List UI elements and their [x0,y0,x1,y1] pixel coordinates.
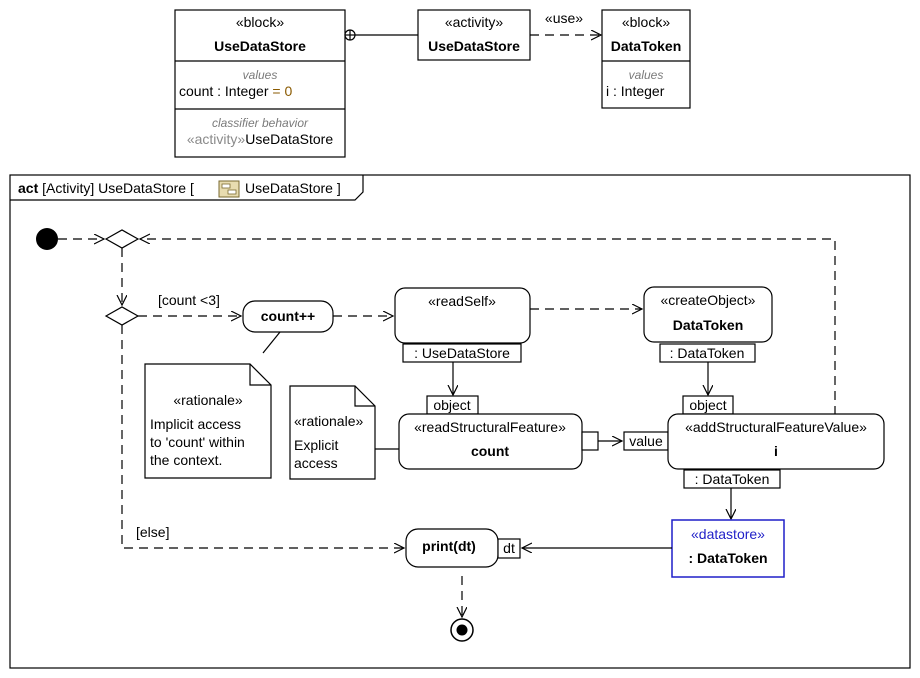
frame-header: act [Activity] UseDataStore [ [18,180,194,196]
activity-frame: act [Activity] UseDataStore [ UseDataSto… [9,174,911,669]
use-label: «use» [545,10,583,26]
action-name: count [471,443,509,459]
note-line: the context. [150,452,222,468]
guard-count-less-3: [count <3] [158,292,220,308]
block-usedatastore[interactable]: «block» UseDataStore values count : Inte… [174,9,346,158]
note-line: Implicit access [150,416,241,432]
action-stereotype: «readStructuralFeature» [414,419,566,435]
attribute-i: i : Integer [606,83,665,99]
action-read-self[interactable]: «readSelf» [394,287,531,344]
guard-else: [else] [136,524,169,540]
pin-print-dt[interactable]: dt [497,538,521,559]
block-name: UseDataStore [214,38,306,54]
note-anchor-implicit [262,331,281,354]
behavior-compartment-header: classifier behavior [212,116,309,130]
pin-usedatastore[interactable]: : UseDataStore [402,343,522,363]
svg-text:object: object [689,397,726,413]
svg-text:value: value [629,433,663,449]
block-name: DataToken [611,38,682,54]
pin-create-datatoken[interactable]: : DataToken [659,343,756,363]
activity-stereotype: «activity» [445,14,504,30]
action-print[interactable]: print(dt) [405,528,499,568]
frame-activity-ref: UseDataStore ] [245,180,341,196]
svg-text:: DataToken: : DataToken [695,471,770,487]
values-compartment-header: values [243,68,278,82]
classifier-behavior: «activity»UseDataStore [187,131,334,147]
action-name: i [774,443,778,459]
note-rationale-explicit[interactable]: «rationale» Explicit access [289,385,376,480]
attribute-count: count : Integer = 0 [179,83,292,99]
action-stereotype: «addStructuralFeatureValue» [685,419,867,435]
activity-ref-icon [218,180,240,198]
action-stereotype: «readSelf» [428,293,496,309]
action-name: print(dt) [422,538,476,554]
flow-decision-else [121,325,404,548]
datastore-stereotype: «datastore» [691,526,765,542]
action-name: DataToken [673,317,744,333]
note-stereotype: «rationale» [173,392,242,408]
svg-text:: UseDataStore: : UseDataStore [414,345,510,361]
pin-add-value[interactable]: value [623,431,669,451]
datastore-datatoken[interactable]: «datastore» : DataToken [671,519,785,578]
pin-read-result[interactable] [581,431,599,451]
block-stereotype: «block» [236,14,284,30]
decision-node[interactable] [104,306,140,326]
action-add-structural-feature-value[interactable]: «addStructuralFeatureValue» i [667,413,885,470]
note-line: access [294,455,338,471]
pin-add-object[interactable]: object [682,395,734,415]
svg-text:object: object [433,397,470,413]
values-compartment-header: values [629,68,664,82]
action-count-increment[interactable]: count++ [242,300,334,333]
datastore-name: : DataToken [688,550,767,566]
note-line: to 'count' within [150,434,245,450]
action-create-object[interactable]: «createObject» DataToken [643,286,773,343]
pin-add-result[interactable]: : DataToken [683,469,781,489]
svg-text:dt: dt [503,540,515,556]
block-datatoken[interactable]: «block» DataToken values i : Integer [601,9,691,109]
initial-node[interactable] [36,228,58,250]
action-name: count++ [261,308,315,324]
activity-block-usedatastore[interactable]: «activity» UseDataStore [417,9,531,61]
use-dependency: «use» [530,10,601,35]
activity-name: UseDataStore [428,38,520,54]
note-stereotype: «rationale» [294,413,363,429]
composition-connector [344,29,418,41]
activity-final-node[interactable] [450,618,474,642]
action-read-structural-feature[interactable]: «readStructuralFeature» count [398,413,583,470]
merge-node[interactable] [104,229,140,249]
block-stereotype: «block» [622,14,670,30]
note-line: Explicit [294,437,338,453]
note-rationale-implicit[interactable]: «rationale» Implicit access to 'count' w… [144,363,272,479]
svg-text:: DataToken: : DataToken [670,345,745,361]
pin-read-object[interactable]: object [426,395,479,415]
action-stereotype: «createObject» [661,292,756,308]
